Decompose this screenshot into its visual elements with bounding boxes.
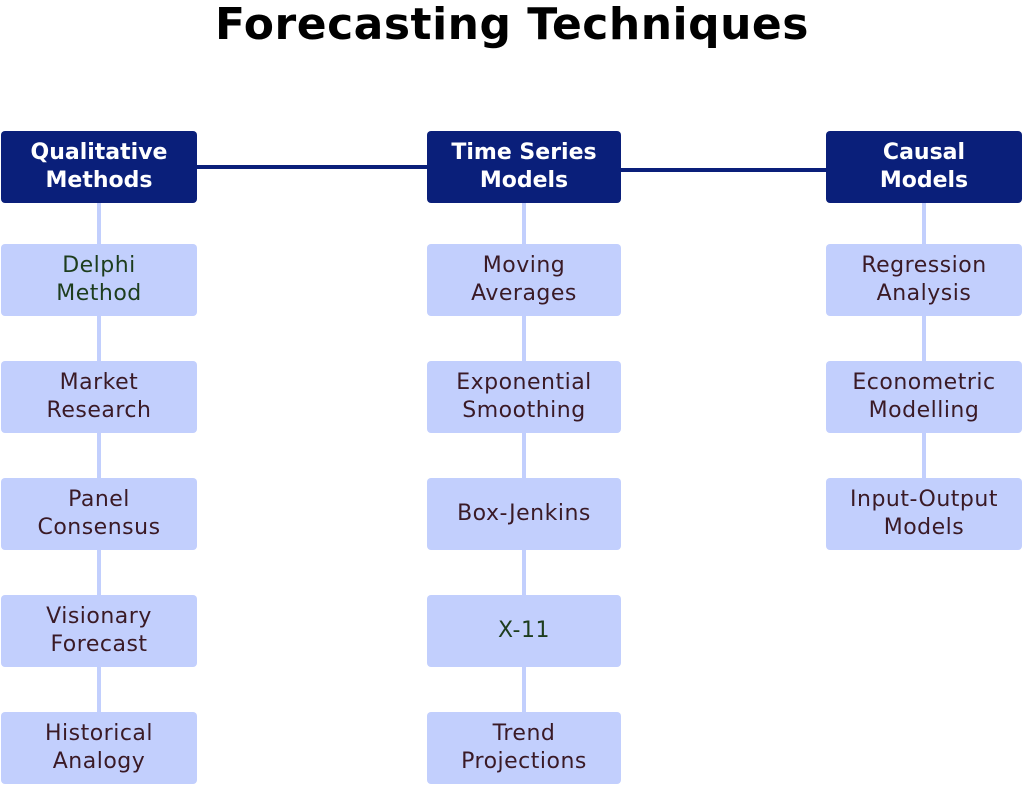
- item-x-11: X-11: [427, 595, 621, 667]
- item-panel-consensus: Panel Consensus: [1, 478, 197, 550]
- item-label: Market Research: [46, 370, 152, 423]
- item-moving-averages: Moving Averages: [427, 244, 621, 316]
- item-label: Econometric Modelling: [852, 370, 996, 423]
- item-market-research: Market Research: [1, 361, 197, 433]
- item-label: Box-Jenkins: [457, 501, 591, 526]
- item-trend-projections: Trend Projections: [427, 712, 621, 784]
- header-qualitative-methods: Qualitative Methods: [1, 131, 197, 203]
- header-label: Causal Models: [879, 140, 969, 193]
- item-regression-analysis: Regression Analysis: [826, 244, 1022, 316]
- item-input-output-models: Input-Output Models: [826, 478, 1022, 550]
- item-label: Exponential Smoothing: [456, 370, 592, 423]
- item-label: Visionary Forecast: [46, 604, 152, 657]
- item-label: Moving Averages: [471, 253, 577, 306]
- item-label: Delphi Method: [56, 253, 142, 306]
- header-time-series-models: Time Series Models: [427, 131, 621, 203]
- header-label: Qualitative Methods: [30, 140, 168, 193]
- item-label: Regression Analysis: [861, 253, 987, 306]
- item-label: Historical Analogy: [44, 721, 154, 774]
- item-box-jenkins: Box-Jenkins: [427, 478, 621, 550]
- header-label: Time Series Models: [451, 140, 597, 193]
- item-visionary-forecast: Visionary Forecast: [1, 595, 197, 667]
- item-exponential-smoothing: Exponential Smoothing: [427, 361, 621, 433]
- header-causal-models: Causal Models: [826, 131, 1022, 203]
- item-label: Input-Output Models: [850, 487, 998, 540]
- item-label: Trend Projections: [461, 721, 587, 774]
- item-label: X-11: [498, 618, 550, 643]
- page-title: Forecasting Techniques: [215, 0, 809, 50]
- item-delphi-method: Delphi Method: [1, 244, 197, 316]
- item-historical-analogy: Historical Analogy: [1, 712, 197, 784]
- item-econometric-modelling: Econometric Modelling: [826, 361, 1022, 433]
- item-label: Panel Consensus: [37, 487, 161, 540]
